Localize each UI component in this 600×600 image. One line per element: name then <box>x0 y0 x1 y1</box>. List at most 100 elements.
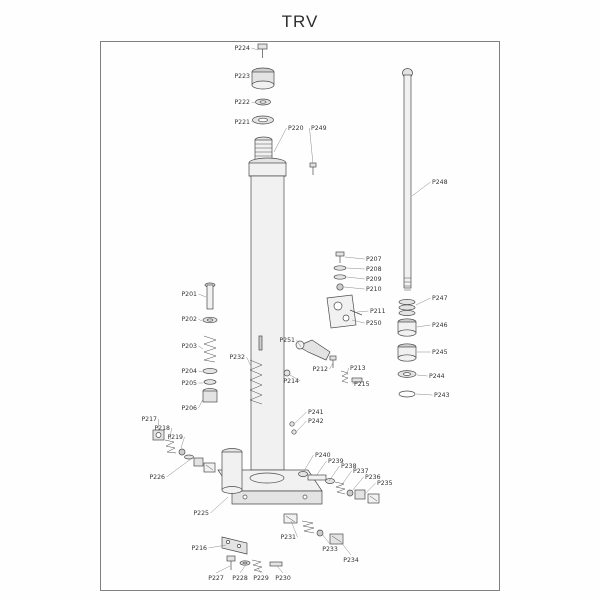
diagram-border <box>100 41 500 591</box>
part-label-P247: P247 <box>432 295 448 302</box>
pin <box>206 284 214 310</box>
part-callout-P214: P214 <box>283 374 301 385</box>
pump-piston-rod <box>402 68 413 291</box>
part-callout-P248: P248 <box>411 179 448 197</box>
part-callout-P249: P249 <box>309 125 327 165</box>
part-label-P205: P205 <box>181 380 197 387</box>
part-label-P201: P201 <box>181 291 197 298</box>
part-callout-P212: P212 <box>312 362 334 373</box>
pump-linkage <box>326 251 363 329</box>
part-callout-P221: P221 <box>234 119 253 126</box>
part-callout-P227: P227 <box>208 565 231 582</box>
part-label-P219: P219 <box>167 434 183 441</box>
part-label-P224: P224 <box>234 45 250 52</box>
valve-spring <box>340 370 349 384</box>
part-label-P203: P203 <box>181 343 197 350</box>
part-callout-P219: P219 <box>167 434 185 449</box>
part-label-P230: P230 <box>275 575 291 582</box>
part-callout-P220: P220 <box>273 125 304 153</box>
part-label-P223: P223 <box>234 73 250 80</box>
reservoir-tube <box>221 448 243 494</box>
part-label-P228: P228 <box>232 575 248 582</box>
part-callout-P242: P242 <box>295 418 324 433</box>
part-label-P235: P235 <box>377 480 393 487</box>
spring <box>164 439 177 454</box>
main-cylinder <box>248 157 297 471</box>
part-label-P210: P210 <box>366 286 382 293</box>
screw-small-1 <box>289 421 295 427</box>
part-callout-P239: P239 <box>315 458 344 477</box>
spring <box>301 520 315 534</box>
part-callout-P208: P208 <box>346 266 382 273</box>
nut <box>354 489 366 500</box>
part-label-P251: P251 <box>279 337 295 344</box>
part-label-P220: P220 <box>288 125 304 132</box>
part-callout-P251: P251 <box>279 337 302 348</box>
spring <box>251 559 263 573</box>
part-label-P241: P241 <box>308 409 324 416</box>
part-label-P212: P212 <box>312 366 328 373</box>
part-callout-P247: P247 <box>415 295 448 306</box>
part-label-P238: P238 <box>341 463 357 470</box>
part-label-P250: P250 <box>366 320 382 327</box>
part-label-P236: P236 <box>365 474 381 481</box>
return-spring <box>249 359 263 405</box>
part-callout-P202: P202 <box>181 316 203 323</box>
part-label-P217: P217 <box>141 416 157 423</box>
part-label-P229: P229 <box>253 575 269 582</box>
bottom-valve-chain <box>283 513 344 545</box>
part-callout-P211: P211 <box>356 308 386 315</box>
part-label-P243: P243 <box>434 392 450 399</box>
base-plate <box>217 469 323 505</box>
steel-ball <box>178 448 186 456</box>
part-callout-P237: P237 <box>340 468 369 487</box>
spring <box>334 481 346 495</box>
part-callout-P241: P241 <box>293 409 324 425</box>
part-label-P208: P208 <box>366 266 382 273</box>
part-label-P227: P227 <box>208 575 224 582</box>
bottom-fastener-row <box>226 555 283 573</box>
part-callout-P246: P246 <box>416 322 448 329</box>
part-label-P239: P239 <box>328 458 344 465</box>
part-label-P218: P218 <box>154 425 170 432</box>
part-callout-P243: P243 <box>415 392 450 399</box>
part-callout-P236: P236 <box>351 474 381 492</box>
part-label-P225: P225 <box>193 510 209 517</box>
part-callout-P215: P215 <box>352 381 370 388</box>
part-label-P233: P233 <box>322 546 338 553</box>
part-callout-P240: P240 <box>303 452 331 472</box>
left-parts-column <box>202 282 218 403</box>
part-label-P206: P206 <box>181 405 197 412</box>
part-label-P231: P231 <box>280 534 296 541</box>
part-callout-P232: P232 <box>229 354 252 367</box>
part-label-P245: P245 <box>432 349 448 356</box>
part-callout-P225: P225 <box>193 496 229 517</box>
part-callout-P223: P223 <box>234 73 253 80</box>
part-callout-P222: P222 <box>234 99 256 106</box>
part-label-P211: P211 <box>370 308 386 315</box>
part-callout-P250: P250 <box>351 319 382 327</box>
part-label-P202: P202 <box>181 316 197 323</box>
part-label-P209: P209 <box>366 276 382 283</box>
part-callout-P210: P210 <box>343 286 382 293</box>
part-label-P240: P240 <box>315 452 331 459</box>
part-label-P234: P234 <box>343 557 359 564</box>
part-callout-P228: P228 <box>232 565 248 582</box>
part-callout-P229: P229 <box>253 567 269 582</box>
part-label-P215: P215 <box>354 381 370 388</box>
steel-ball <box>316 529 324 537</box>
part-label-P221: P221 <box>234 119 250 126</box>
part-callout-P238: P238 <box>328 463 357 482</box>
part-label-P207: P207 <box>366 256 382 263</box>
part-callout-P216: P216 <box>191 544 227 552</box>
part-label-P248: P248 <box>432 179 448 186</box>
piston-seal-stack <box>397 299 417 398</box>
part-label-P246: P246 <box>432 322 448 329</box>
part-callout-P201: P201 <box>181 291 207 298</box>
part-callout-P218: P218 <box>154 425 172 441</box>
part-callout-P213: P213 <box>346 365 366 376</box>
part-callout-P244: P244 <box>416 373 445 380</box>
